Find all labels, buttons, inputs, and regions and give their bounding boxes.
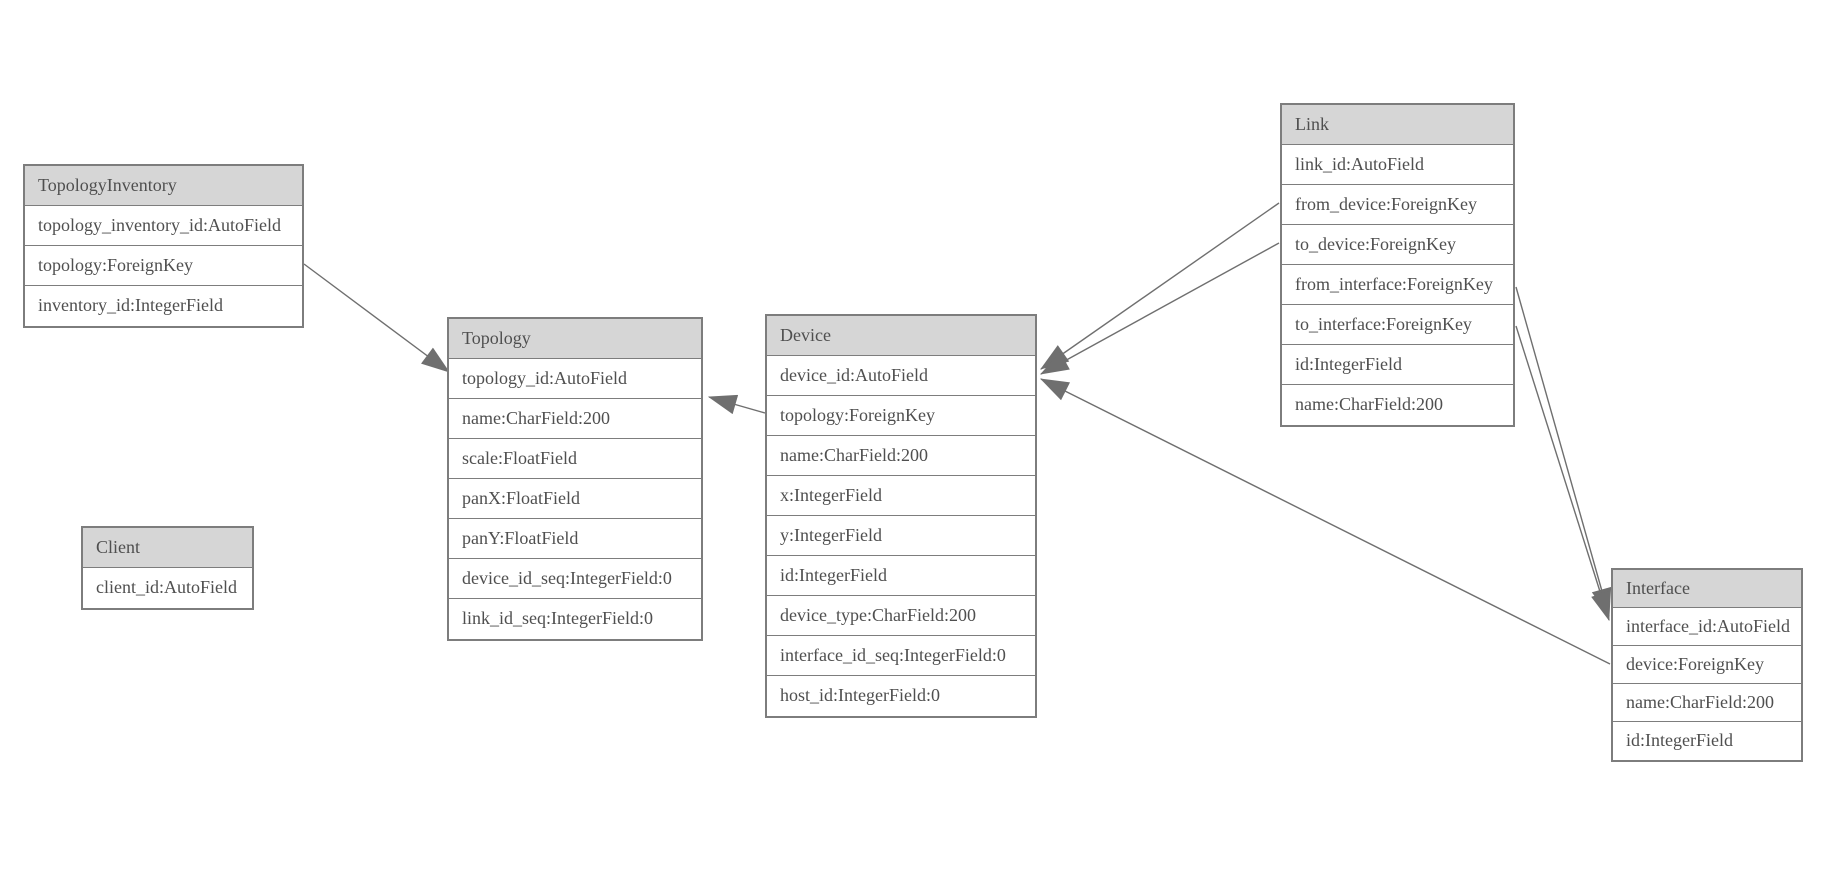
relation-link-to_device-device [1039, 242, 1280, 375]
relation-interface-device [1039, 378, 1611, 665]
relation-link-from_interface-interface [1515, 286, 1612, 618]
relation-topologyinventory-topology [303, 263, 450, 373]
relation-device-topology [707, 394, 766, 415]
relation-link-to_interface-interface [1515, 325, 1611, 622]
relation-lines [303, 202, 1612, 665]
relation-link-from_device-device [1040, 202, 1280, 370]
